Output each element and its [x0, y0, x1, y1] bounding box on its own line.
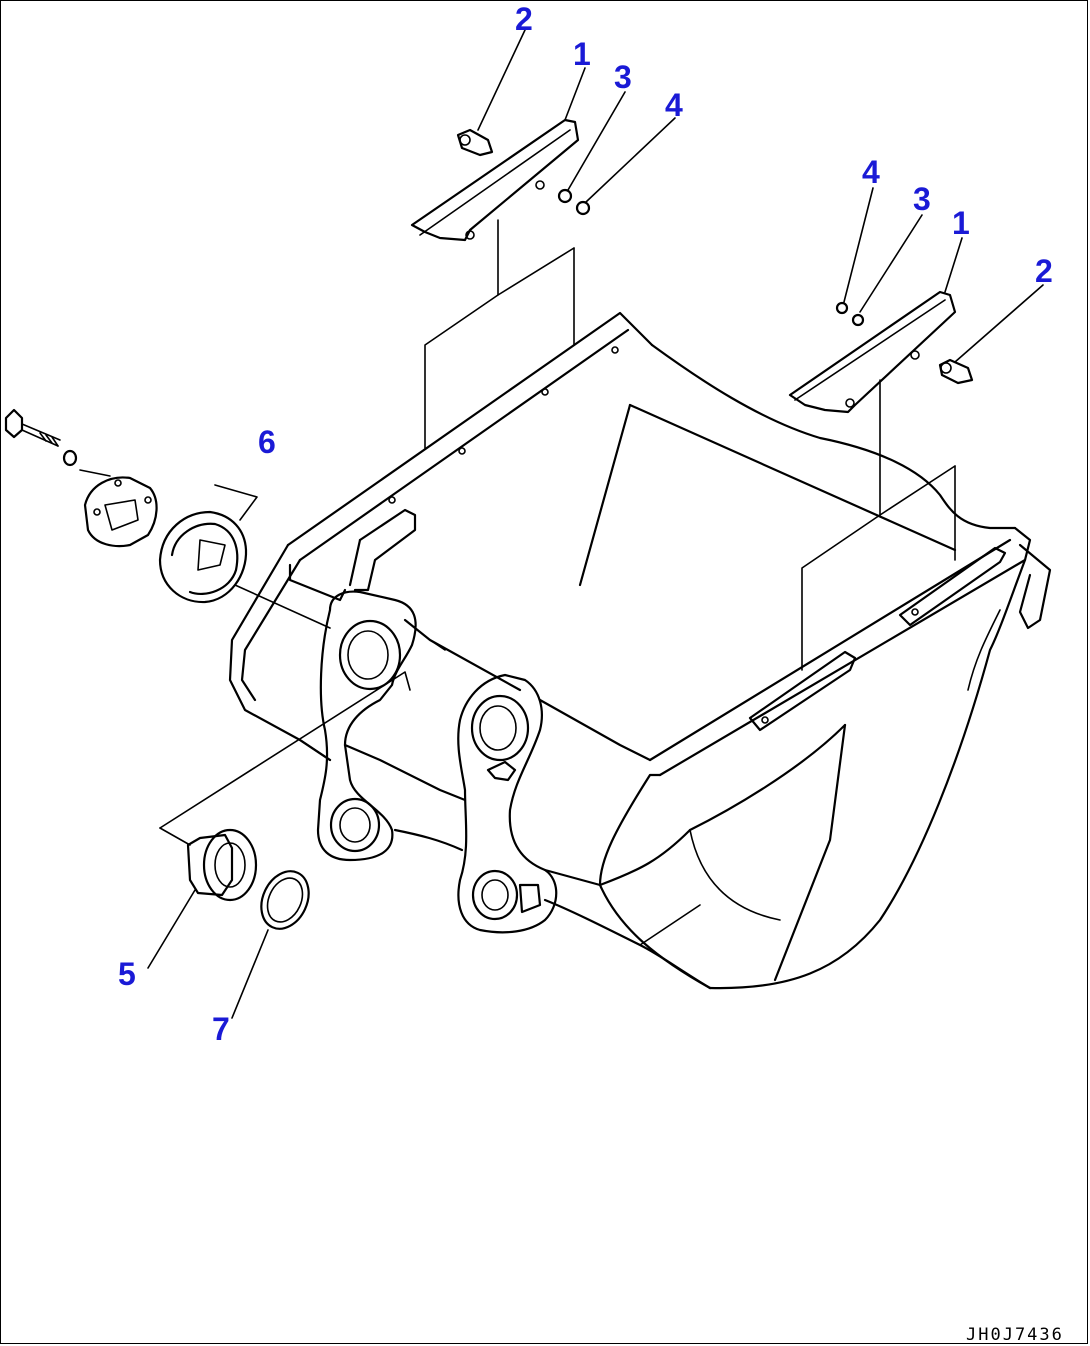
- callout-3-left: 3: [614, 59, 632, 95]
- callout-1-left: 1: [573, 36, 591, 72]
- callout-labels: 2 1 3 4 4 3 1 2 6 5 7: [118, 1, 1053, 1047]
- collar-part-6: [158, 484, 331, 629]
- callout-4-right: 4: [862, 154, 880, 190]
- callout-3-right: 3: [913, 181, 931, 217]
- shim-part-7: [260, 870, 310, 930]
- side-plate-right: [788, 290, 974, 671]
- callout-4-left: 4: [665, 87, 683, 123]
- callout-7: 7: [212, 1011, 230, 1047]
- side-plate-left: [410, 118, 591, 449]
- callout-2-left: 2: [515, 1, 533, 37]
- bucket-body: [228, 311, 1052, 990]
- bolt-assembly: [4, 408, 158, 548]
- link-bosses: [298, 590, 712, 990]
- callout-6: 6: [258, 424, 276, 460]
- bushing-part-5: [159, 671, 411, 902]
- callout-1-right: 1: [952, 205, 970, 241]
- callout-2-right: 2: [1035, 253, 1053, 289]
- drawing-code: JH0J7436: [966, 1325, 1064, 1345]
- callout-5: 5: [118, 956, 136, 992]
- callout-leaders: [147, 29, 1044, 1019]
